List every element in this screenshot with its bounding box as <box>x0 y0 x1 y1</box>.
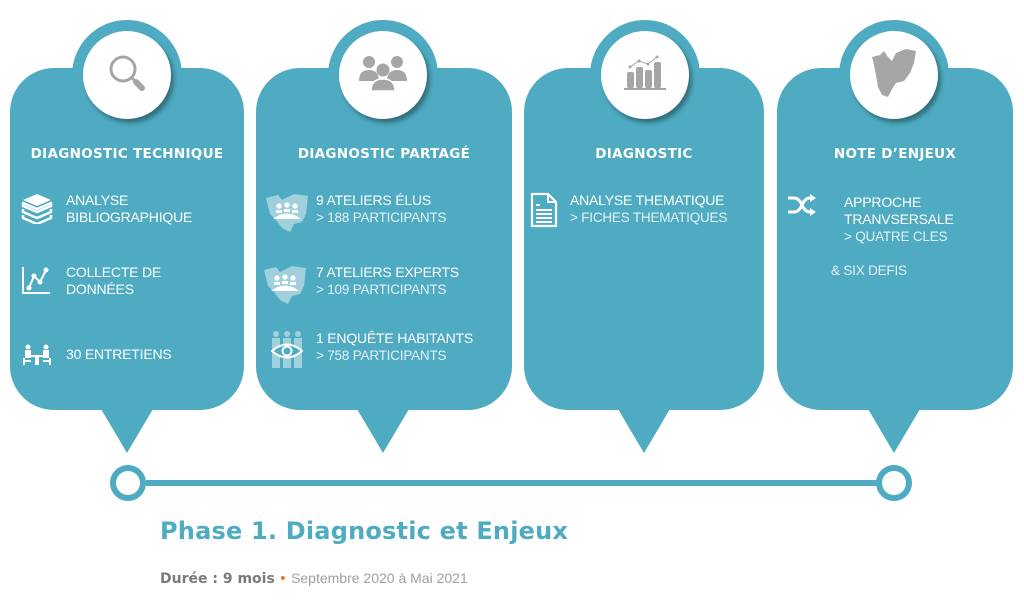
card-title: NOTE D’ENJEUX <box>833 146 957 162</box>
list-item: ANALYSE THEMATIQUE > FICHES THEMATIQUES <box>530 192 727 232</box>
timeline-start-dot <box>110 465 146 501</box>
card-title: DIAGNOSTIC TECHNIQUE <box>30 146 224 162</box>
duration-label: Durée : 9 mois <box>160 571 275 587</box>
item-text: ANALYSE THEMATIQUE > FICHES THEMATIQUES <box>570 192 728 225</box>
list-item-continuation: & SIX DEFIS <box>831 262 907 279</box>
map-meeting-icon <box>262 264 316 310</box>
item-text: 7 ATELIERS EXPERTS > 109 PARTICIPANTS <box>316 264 459 297</box>
list-item: COLLECTE DE DONNÉES <box>20 264 161 300</box>
books-icon <box>20 192 60 228</box>
magnifier-icon <box>105 51 149 99</box>
card-pointer <box>101 409 153 453</box>
meeting-icon <box>22 344 60 370</box>
list-item: 1 ENQUÊTE HABITANTS > 758 PARTICIPANTS <box>268 330 473 374</box>
badge <box>839 20 949 130</box>
line-chart-icon <box>20 264 60 300</box>
badge <box>328 20 438 130</box>
badge <box>72 20 182 130</box>
badge <box>590 20 700 130</box>
territory-map-icon <box>870 47 918 103</box>
item-text: 9 ATELIERS ÉLUS > 188 PARTICIPANTS <box>316 192 447 225</box>
phase-duration: Durée : 9 mois•Septembre 2020 à Mai 2021 <box>160 570 468 587</box>
map-meeting-icon <box>264 192 316 238</box>
timeline-end-dot <box>876 465 912 501</box>
separator-dot: • <box>278 571 288 587</box>
badge-inner <box>83 31 171 119</box>
bar-chart-icon <box>623 55 667 95</box>
card-pointer <box>618 409 670 453</box>
document-icon <box>530 192 570 232</box>
item-text: COLLECTE DE DONNÉES <box>66 264 162 297</box>
badge-inner <box>850 31 938 119</box>
item-text: & SIX DEFIS <box>831 263 907 278</box>
item-text: ANALYSE BIBLIOGRAPHIQUE <box>66 192 193 225</box>
card-pointer <box>357 409 409 453</box>
list-item: 7 ATELIERS EXPERTS > 109 PARTICIPANTS <box>262 264 459 310</box>
people-eye-icon <box>268 330 316 374</box>
list-item: APPROCHE TRANVSERSALE > QUATRE CLES <box>787 194 954 245</box>
item-text: 1 ENQUÊTE HABITANTS > 758 PARTICIPANTS <box>316 330 473 363</box>
shuffle-icon <box>787 194 844 220</box>
list-item: 9 ATELIERS ÉLUS > 188 PARTICIPANTS <box>264 192 447 238</box>
card-pointer <box>868 409 920 453</box>
list-item: 30 ENTRETIENS <box>22 344 172 370</box>
phase-title: Phase 1. Diagnostic et Enjeux <box>160 517 569 545</box>
item-text: APPROCHE TRANVSERSALE > QUATRE CLES <box>844 194 954 244</box>
duration-dates: Septembre 2020 à Mai 2021 <box>291 570 468 586</box>
card-title: DIAGNOSTIC <box>595 146 693 162</box>
timeline-line <box>146 480 880 486</box>
item-text: 30 ENTRETIENS <box>66 346 172 362</box>
badge-inner <box>339 31 427 119</box>
group-icon <box>358 53 408 97</box>
card-title: DIAGNOSTIC PARTAGÉ <box>297 146 471 162</box>
badge-inner <box>601 31 689 119</box>
list-item: ANALYSE BIBLIOGRAPHIQUE <box>20 192 192 228</box>
